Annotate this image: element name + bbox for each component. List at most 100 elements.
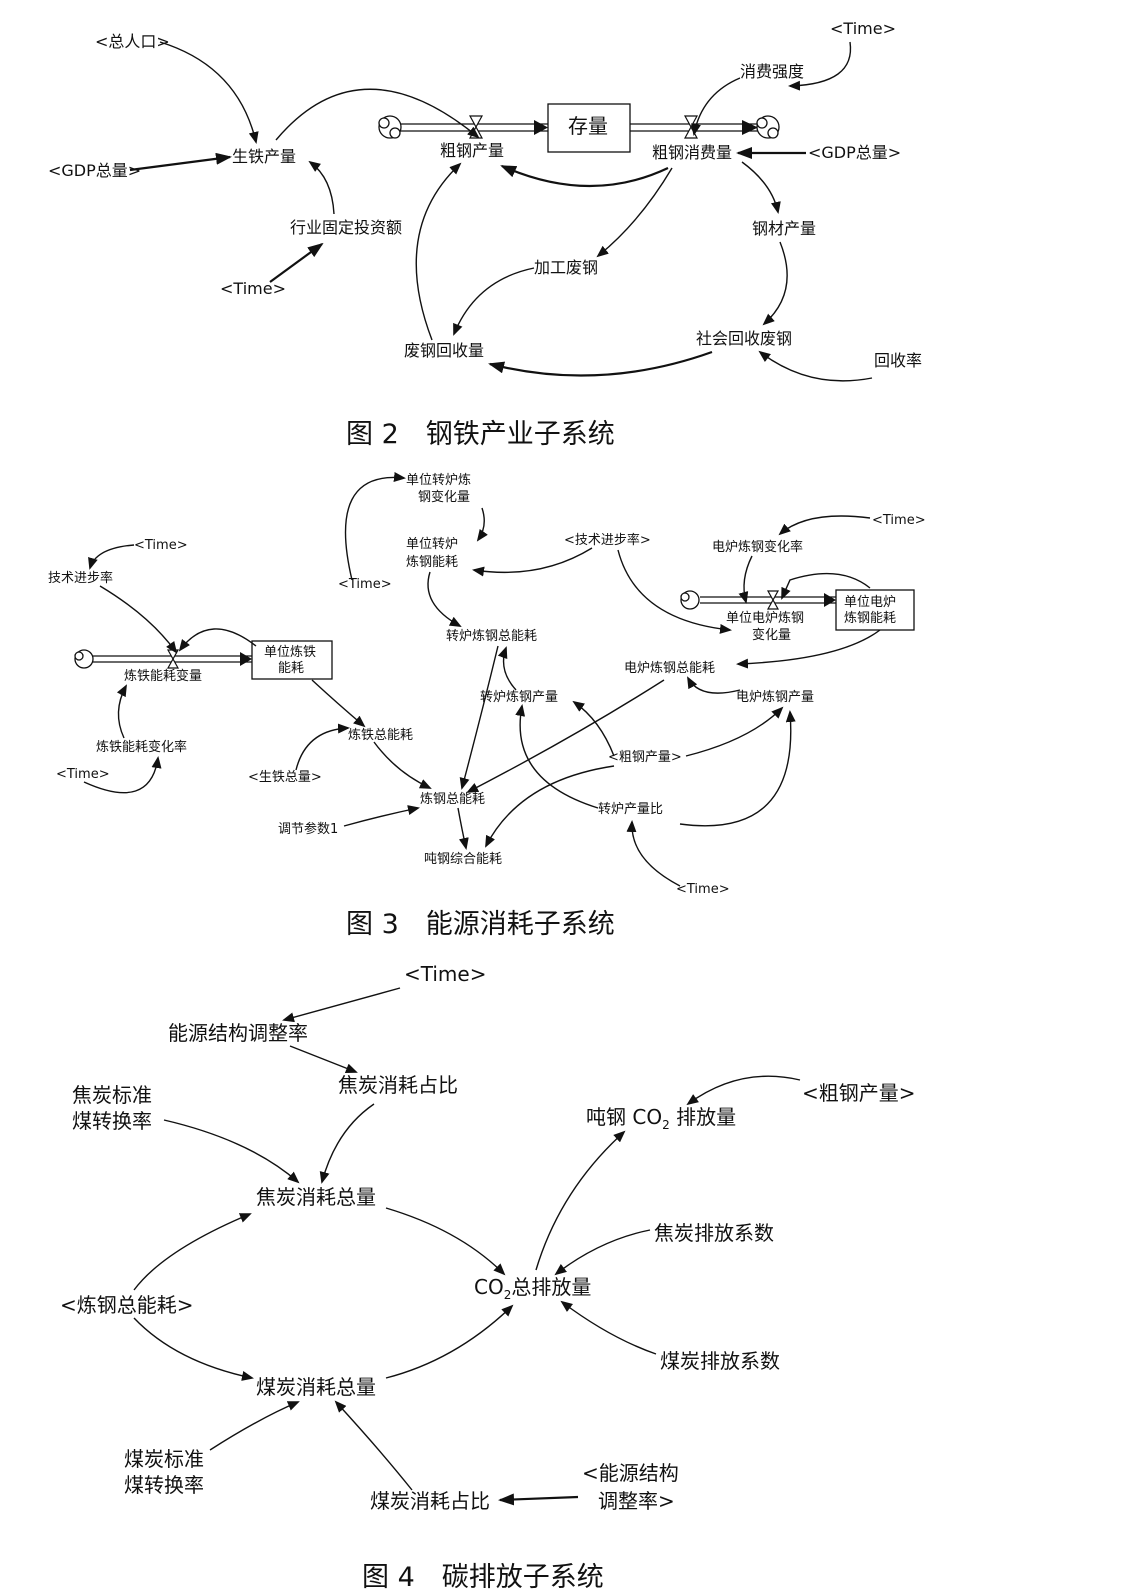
- link-3-eafunit-to-eaftotal: [736, 629, 881, 669]
- link-pop-to-pig: [159, 41, 259, 144]
- iron-source-cloud-icon: [74, 649, 94, 669]
- link-3-steeltotal-to-ton: [457, 807, 469, 850]
- link-time-to-intensity: [788, 41, 852, 91]
- node-pig-iron-output: 生铁产量: [232, 147, 296, 166]
- node-tech-rate-left: 技术进步率: [48, 570, 113, 586]
- link-3-unitiron-to-ironvar: [178, 628, 257, 652]
- node-iron-total-energy: 炼铁总能耗: [348, 728, 413, 743]
- node-time-3a: <Time>: [134, 538, 188, 553]
- node-4-coal-conv-2: 煤转换率: [124, 1473, 204, 1497]
- link-4-crude-to-tonsteel: [686, 1075, 801, 1106]
- node-4-coal-conv: 煤炭标准: [124, 1447, 204, 1471]
- node-process-scrap: 加工废钢: [534, 258, 598, 277]
- link-3-irontotal-to-steeltotal: [373, 741, 432, 789]
- link-4-time-to-struct: [282, 987, 401, 1023]
- node-time-a: <Time>: [220, 279, 286, 298]
- node-4-coke-conv: 焦炭标准: [72, 1083, 152, 1107]
- node-time-3c: <Time>: [338, 577, 392, 592]
- link-pig-to-crude: [275, 88, 480, 141]
- link-3-crude-to-bofoutput: [572, 700, 615, 757]
- node-steel-product-output: 钢材产量: [752, 219, 816, 238]
- link-3-eafunit-to-eafchange: [781, 572, 871, 600]
- node-gdp-left: <GDP总量>: [48, 161, 141, 180]
- link-4-structref-to-coalshare: [498, 1493, 579, 1506]
- node-4-coke-total: 焦炭消耗总量: [256, 1185, 376, 1209]
- figure-4-caption: 图 4 碳排放子系统: [362, 1562, 604, 1593]
- link-consume-to-steelout: [741, 161, 781, 214]
- node-eaf-change: 单位电炉炼钢: [726, 611, 804, 626]
- node-steel-total-energy: 炼钢总能耗: [420, 792, 485, 807]
- figure-3-caption: 图 3 能源消耗子系统: [346, 909, 615, 940]
- figure-4-carbon-emission: <Time> 能源结构调整率 焦炭消耗占比 焦炭标准 煤转换率 焦炭消耗总量 <…: [60, 962, 916, 1593]
- node-4-coal-factor: 煤炭排放系数: [660, 1349, 780, 1373]
- link-consume-to-crude: [500, 164, 669, 188]
- link-3-ratio-to-bofoutput: [515, 704, 599, 809]
- node-adjust-param: 调节参数1: [278, 821, 338, 837]
- node-crude-steel-ref: <粗钢产量>: [608, 750, 682, 765]
- node-time-3d: <Time>: [676, 882, 730, 897]
- node-eaf-change-2: 变化量: [752, 627, 791, 643]
- link-3-ratio-to-eafoutput: [679, 710, 796, 827]
- link-3-bofoutput-to-boftotal: [497, 646, 517, 691]
- link-intensity-to-consume: [691, 77, 741, 136]
- link-3-time-to-bofunit: [344, 472, 406, 581]
- stock-label: 存量: [568, 114, 608, 138]
- node-4-energy-struct-rate: 能源结构调整率: [168, 1021, 308, 1045]
- node-unit-iron-energy-2: 能耗: [278, 661, 304, 676]
- node-time-3e: <Time>: [872, 513, 926, 528]
- link-3-eafoutput-to-eaftotal: [687, 676, 741, 694]
- link-procscrap-to-recovery: [453, 267, 535, 336]
- link-rate-to-social: [758, 350, 873, 382]
- node-bof-change-2: 钢变化量: [418, 489, 470, 505]
- node-bof-unit-energy: 单位转炉: [406, 537, 458, 552]
- figure-3-energy-consumption: <Time> 技术进步率 炼铁能耗变量 单位炼铁 能耗 炼铁能耗变化率 <Tim…: [48, 472, 926, 940]
- node-social-scrap: 社会回收废钢: [696, 329, 792, 348]
- node-4-coal-share: 煤炭消耗占比: [370, 1489, 490, 1513]
- link-3-tech-to-ironvar: [99, 585, 178, 654]
- node-bof-unit-energy-2: 炼钢能耗: [406, 555, 458, 570]
- node-eaf-unit-energy: 单位电炉: [844, 595, 896, 610]
- eaf-valve-icon: [766, 590, 780, 610]
- node-eaf-output: 电炉炼钢产量: [736, 690, 814, 705]
- link-3-time-to-tech: [88, 544, 135, 570]
- node-iron-energy-var: 炼铁能耗变量: [124, 668, 202, 684]
- link-3-bofchange-to-bofunit: [476, 507, 488, 542]
- link-3-eaftotal-to-steeltotal: [466, 679, 665, 793]
- link-recovery-to-crude: [415, 162, 462, 341]
- node-tech-rate-mid: <技术进步率>: [564, 532, 651, 548]
- node-4-time: <Time>: [404, 962, 486, 986]
- link-steelout-to-social: [762, 241, 788, 326]
- link-3-tech-to-eafchange: [617, 549, 732, 634]
- link-4-coalfactor-to-co2: [560, 1300, 657, 1355]
- node-consumption-intensity: 消费强度: [740, 62, 804, 81]
- link-3-crude-to-ton: [485, 765, 615, 848]
- link-3-unitiron-to-irontotal: [311, 679, 366, 728]
- node-iron-energy-rate: 炼铁能耗变化率: [96, 739, 187, 755]
- figure-2-steel-industry: <总人口> <GDP总量> 生铁产量 行业固定投资额 <Time> 存量 粗钢产…: [48, 19, 922, 450]
- link-4-coalconv-to-coaltotal: [209, 1401, 300, 1451]
- node-total-population: <总人口>: [95, 32, 170, 51]
- node-4-coke-conv-2: 煤转换率: [72, 1109, 152, 1133]
- link-3-tech-to-bofunit: [472, 547, 593, 577]
- node-4-crude-steel-ref: <粗钢产量>: [802, 1081, 916, 1105]
- link-3-time-to-ratio: [626, 820, 681, 887]
- node-eaf-total-energy: 电炉炼钢总能耗: [624, 661, 715, 676]
- link-4-steelenergy-to-coketotal: [133, 1213, 252, 1291]
- link-4-coalshare-to-coaltotal: [334, 1400, 413, 1491]
- link-4-cokeconv-to-coketotal: [163, 1119, 300, 1184]
- iron-valve-icon: [166, 649, 180, 669]
- unit-iron-energy-box: [251, 640, 333, 680]
- node-pig-iron-total: <生铁总量>: [248, 770, 322, 785]
- node-bof-change: 单位转炉炼: [406, 473, 471, 488]
- link-4-struct-to-cokeshare: [289, 1045, 358, 1073]
- source-cloud-icon: [378, 115, 402, 139]
- link-4-cokefactor-to-co2: [554, 1229, 651, 1276]
- node-4-coke-share: 焦炭消耗占比: [338, 1073, 458, 1097]
- node-recovery-rate: 回收率: [874, 351, 922, 370]
- node-scrap-recovery: 废钢回收量: [404, 341, 484, 360]
- stock-box: [547, 103, 631, 153]
- link-3-time-to-rate: [83, 756, 162, 794]
- link-4-coketotal-to-co2: [385, 1207, 506, 1276]
- node-unit-iron-energy: 单位炼铁: [264, 645, 316, 660]
